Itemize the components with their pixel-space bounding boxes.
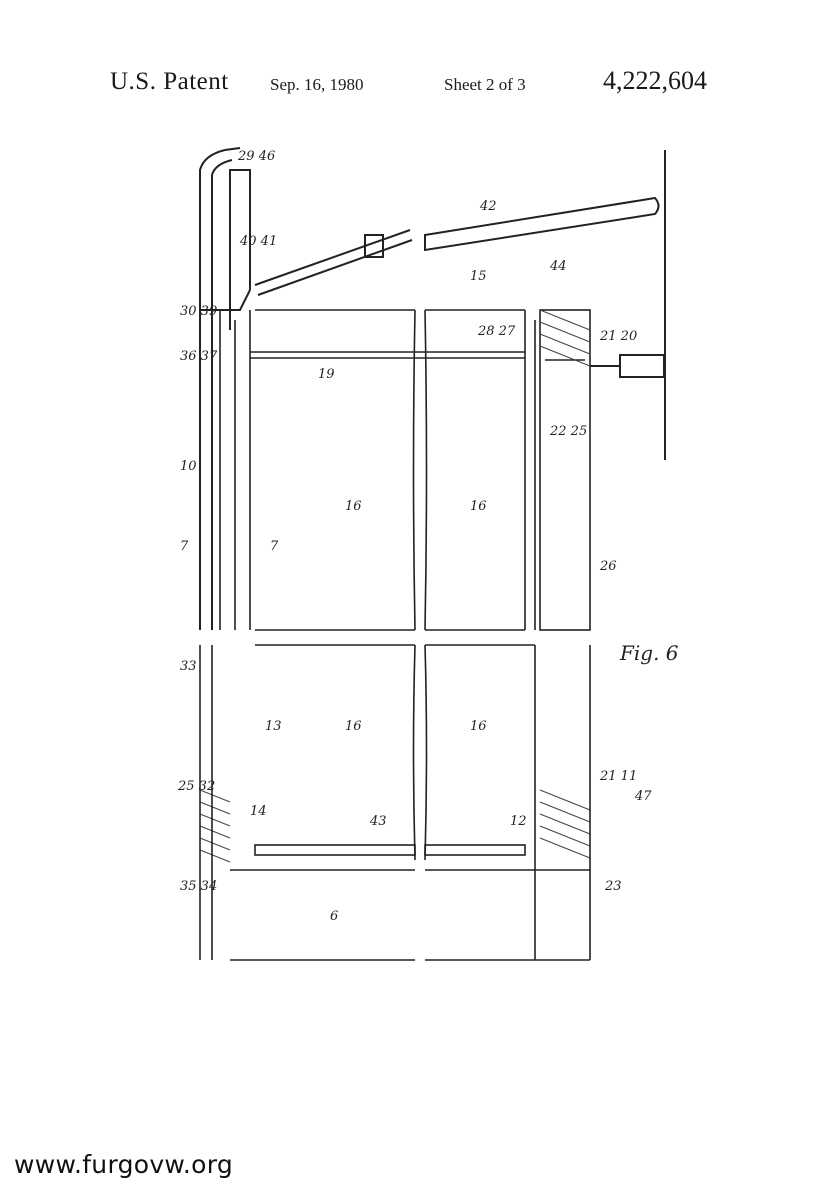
ref-33: 33	[180, 659, 197, 674]
ref-14: 14	[250, 804, 267, 819]
ref-16d: 16	[470, 719, 487, 734]
ref-3039: 30 39	[180, 304, 217, 319]
support-strut	[254, 150, 666, 460]
reference-numerals: 29 46 40 41 42 44 15 30 39 36 37 19 28 2…	[177, 149, 652, 924]
ref-19: 19	[318, 367, 335, 382]
page-header: U.S. Patent Sep. 16, 1980 Sheet 2 of 3 4…	[0, 0, 816, 120]
sheet-label: Sheet 2 of 3	[444, 75, 526, 94]
ref-15: 15	[470, 269, 487, 284]
ref-13: 13	[265, 719, 282, 734]
ref-47: 47	[634, 789, 652, 804]
ref-16a: 16	[345, 499, 362, 514]
ref-40: 40 41	[239, 234, 277, 249]
ref-28: 28 27	[477, 324, 516, 339]
lower-body-section	[199, 644, 591, 961]
wood-block-hatching	[199, 309, 591, 863]
ref-22: 22 25	[549, 424, 587, 439]
ref-7b: 7	[270, 539, 279, 554]
ref-21: 21 20	[599, 329, 637, 344]
ref-16b: 16	[470, 499, 487, 514]
patent-date: Sep. 16, 1980	[270, 75, 364, 94]
ref-44: 44	[549, 259, 567, 274]
ref-42: 42	[479, 199, 497, 214]
ref-2111: 21 11	[599, 769, 637, 784]
ref-43: 43	[369, 814, 387, 829]
ref-23: 23	[604, 879, 622, 894]
ref-26: 26	[599, 559, 617, 574]
patent-label: U.S. Patent	[110, 68, 229, 95]
watermark: www.furgovw.org	[14, 1150, 234, 1179]
roof-panel	[199, 147, 251, 630]
upper-body-section	[219, 309, 591, 631]
ref-7a: 7	[180, 539, 189, 554]
patent-number: 4,222,604	[603, 66, 707, 95]
ref-3534: 35 34	[180, 879, 217, 894]
ref-3637: 36 37	[180, 349, 218, 364]
ref-16c: 16	[345, 719, 362, 734]
ref-6: 6	[330, 909, 338, 924]
ref-10: 10	[180, 459, 197, 474]
ref-12: 12	[510, 814, 527, 829]
figure-label: Fig. 6	[619, 641, 679, 665]
ref-46: 29 46	[237, 149, 275, 164]
ref-2532: 25 32	[177, 779, 215, 794]
patent-drawing: 29 46 40 41 42 44 15 30 39 36 37 19 28 2…	[177, 147, 679, 961]
